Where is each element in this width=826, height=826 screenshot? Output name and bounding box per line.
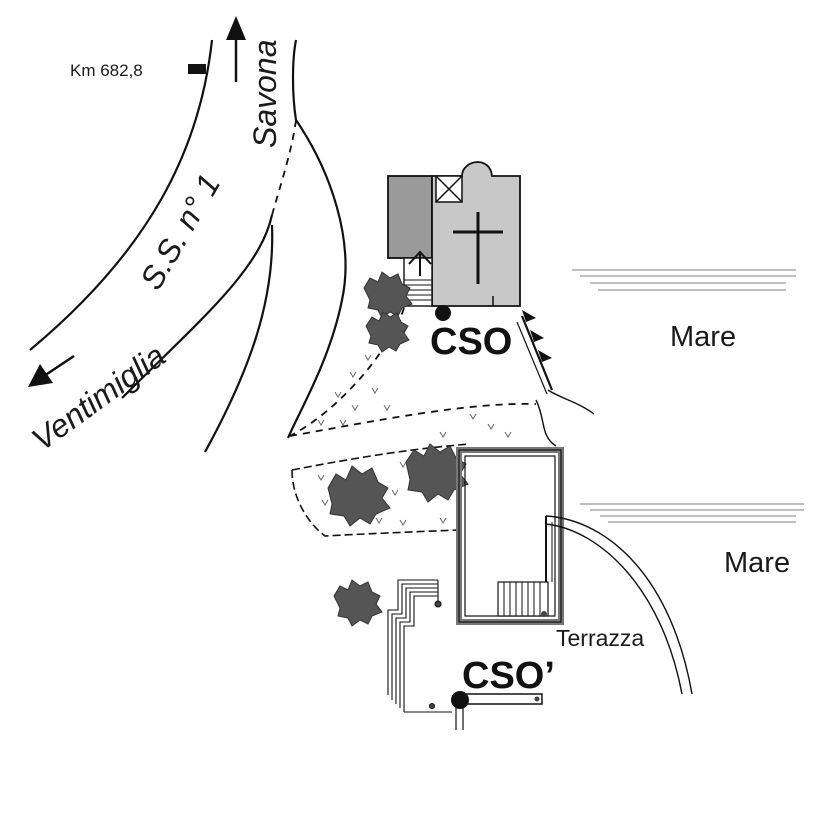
sea-lines-lower (580, 503, 804, 523)
station-cso-prime-marker-icon (451, 691, 469, 709)
label-savona: Savona (247, 39, 283, 148)
sea-label-lower: Mare (724, 547, 790, 579)
km-marker-label: Km 682,8 (70, 61, 143, 80)
km-marker-icon (188, 64, 206, 74)
garden-outline (291, 443, 471, 537)
grass-marks (317, 354, 512, 526)
church-building (387, 161, 521, 307)
road-ss1 (29, 39, 347, 453)
terrace-label: Terrazza (556, 625, 644, 651)
sea-label-upper: Mare (670, 321, 736, 353)
station-cso-label: CSO (430, 321, 512, 363)
station-cso-prime-label: CSO’ (462, 655, 555, 697)
sea-lines-upper (572, 269, 796, 291)
label-road-name: S.S. n° 1 (133, 168, 227, 296)
station-cso-prime-platform (455, 693, 543, 730)
entrance-arrow-icon (408, 250, 432, 276)
sea-wall-curve (545, 515, 693, 695)
coastline-upper (516, 310, 595, 447)
footpath-middle (289, 402, 537, 437)
label-ventimiglia: Ventimiglia (25, 337, 172, 457)
terrace-building (456, 447, 564, 625)
stepped-terraces (387, 579, 452, 713)
station-cso-marker-icon (435, 305, 451, 321)
arrow-north-icon (226, 16, 246, 82)
bush-icons (327, 271, 469, 627)
arrow-southwest-icon (28, 354, 75, 387)
